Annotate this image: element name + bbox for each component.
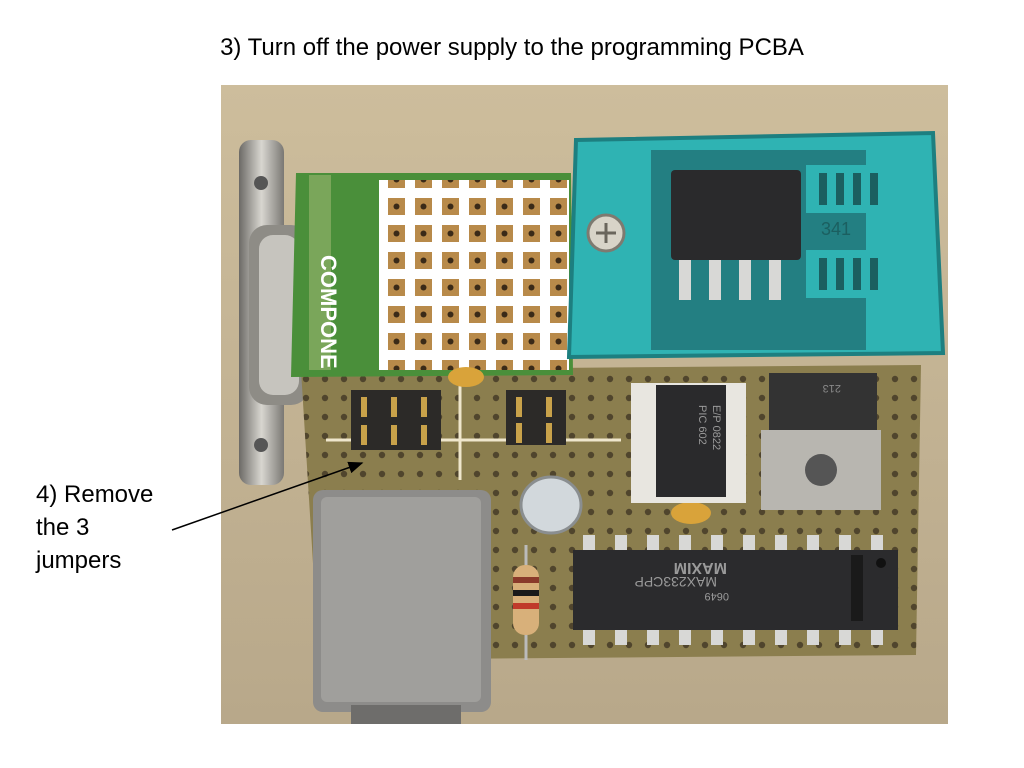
capacitor-1 xyxy=(448,367,484,387)
max-text-2: 0649 xyxy=(705,590,729,602)
pic-in-socket xyxy=(671,170,801,260)
pic-text-2: E/P 0822 xyxy=(710,405,722,450)
jumper-block-right xyxy=(506,390,566,445)
slide-title: 3) Turn off the power supply to the prog… xyxy=(220,34,804,61)
socket-label: 341 xyxy=(821,219,851,239)
silk-label: COMPONE xyxy=(316,255,341,369)
pic-chip: PIC 602 E/P 0822 xyxy=(631,383,746,503)
voltage-regulator: 213 xyxy=(761,373,881,510)
max-logo: MAXIM xyxy=(674,559,727,576)
callout-line-3: jumpers xyxy=(36,547,122,574)
zif-socket: 341 xyxy=(566,130,946,360)
proto-board: COMPONE xyxy=(291,173,573,377)
rj-jack xyxy=(313,490,491,724)
pcba-photo-drawing: COMPONE 341 xyxy=(221,85,948,724)
max233-chip: MAX233CPP 0649 MAXIM xyxy=(573,535,898,645)
jumper-block-left xyxy=(351,390,441,450)
pic-text-1: PIC 602 xyxy=(696,405,708,445)
led xyxy=(519,475,583,535)
callout-text: 4) Remove the 3 jumpers xyxy=(36,478,153,577)
capacitor-2 xyxy=(671,502,711,524)
callout-line-2: the 3 xyxy=(36,514,90,541)
pcba-photo: COMPONE 341 xyxy=(221,85,948,724)
resistor xyxy=(513,545,539,660)
regulator-text: 213 xyxy=(823,382,841,394)
max-text-1: MAX233CPP xyxy=(635,574,717,590)
callout-line-1: 4) Remove xyxy=(36,481,154,508)
